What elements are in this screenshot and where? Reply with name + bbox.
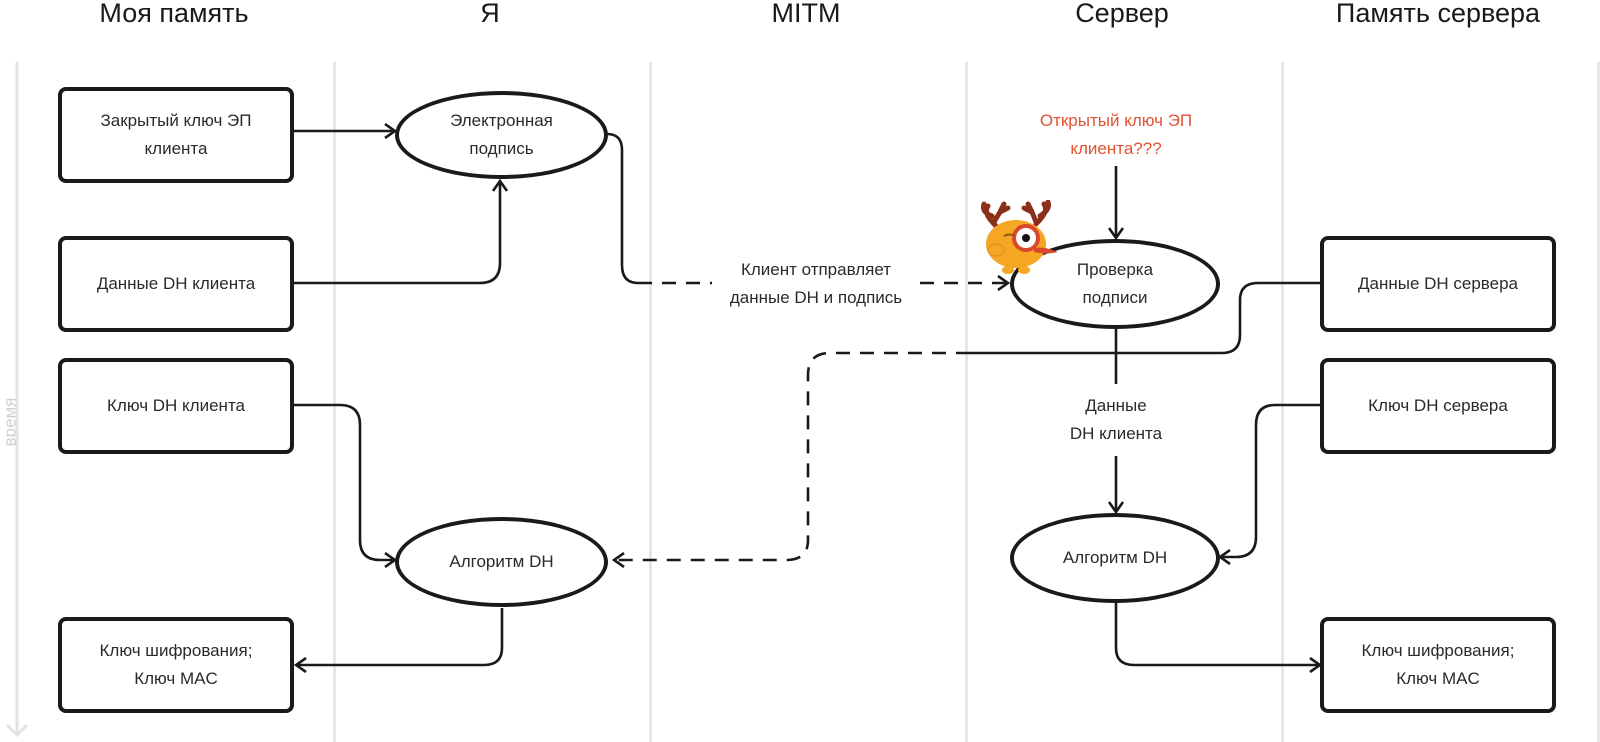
node-text: подпись (469, 139, 534, 158)
node-text: Ключ DH сервера (1368, 396, 1508, 415)
node-server-dh-data[interactable]: Данные DH сервера (1320, 236, 1556, 332)
label-public-key-question: Открытый ключ ЭП клиента??? (1006, 107, 1226, 163)
node-client-dh-key[interactable]: Ключ DH клиента (58, 358, 294, 454)
edge-client-dh-key-to-algo (293, 403, 395, 560)
node-text: Алгоритм DH (1062, 548, 1168, 567)
node-text: подписи (1082, 288, 1148, 307)
node-text: Ключ шифрования; (99, 641, 253, 660)
edge-server-algo-to-result (1114, 603, 1320, 665)
lane-title-server: Сервер (1075, 0, 1169, 28)
node-client-dh-data[interactable]: Данные DH клиента (58, 236, 294, 332)
arrow-down-icon (5, 723, 29, 738)
node-client-result[interactable]: Ключ шифрования; Ключ MAC (58, 617, 294, 713)
lane-title-me: Я (480, 0, 500, 28)
label-text: данные DH и подпись (729, 288, 903, 307)
label-text: Клиент отправляет (740, 260, 892, 279)
label-text: DH клиента (1069, 424, 1163, 443)
edge-server-dh-data-dashed (614, 351, 970, 560)
label-client-dh-data-flow: Данные DH клиента (1046, 392, 1186, 448)
node-text: Закрытый ключ ЭП (100, 111, 252, 130)
node-text: Данные DH сервера (1357, 274, 1519, 293)
node-text: клиента (144, 139, 208, 158)
edge-server-dh-key-to-algo (1220, 403, 1320, 557)
node-signature[interactable]: Электронная подпись (395, 91, 608, 179)
node-client-private-key[interactable]: Закрытый ключ ЭП клиента (58, 87, 294, 183)
node-text: Ключ MAC (134, 669, 218, 688)
moose-with-magnifier-icon (981, 200, 1058, 274)
lane-divider (1281, 62, 1284, 742)
lane-divider (965, 62, 968, 742)
node-text: Ключ шифрования; (1361, 641, 1515, 660)
lane-title-my-memory: Моя память (99, 0, 249, 28)
lane-title-server-memory: Память сервера (1335, 0, 1541, 28)
lane-divider (333, 62, 336, 742)
edge-server-dh-data-solid (970, 281, 1320, 355)
node-server-result[interactable]: Ключ шифрования; Ключ MAC (1320, 617, 1556, 713)
node-server-dh-key[interactable]: Ключ DH сервера (1320, 358, 1556, 454)
label-text: клиента??? (1070, 139, 1162, 158)
edge-dh-data-to-signature (293, 181, 500, 285)
node-text: Данные DH клиента (96, 274, 256, 293)
node-text: Электронная (450, 111, 553, 130)
edge-client-algo-to-result (296, 608, 504, 665)
node-text: Проверка (1076, 260, 1154, 279)
lane-title-mitm: MITM (771, 0, 841, 28)
lane-divider (1597, 62, 1600, 742)
edge-signature-out (606, 132, 639, 285)
label-text: Открытый ключ ЭП (1039, 111, 1193, 130)
label-text: Данные (1085, 396, 1147, 415)
node-text: Ключ DH клиента (107, 396, 245, 415)
label-client-sends: Клиент отправляет данные DH и подпись (712, 256, 920, 312)
node-verify-signature[interactable]: Проверка подписи (1010, 239, 1220, 329)
node-text: Алгоритм DH (449, 552, 554, 571)
node-server-dh-algorithm[interactable]: Алгоритм DH (1010, 513, 1220, 603)
lane-divider (649, 62, 652, 742)
node-text: Ключ MAC (1396, 669, 1480, 688)
node-client-dh-algorithm[interactable]: Алгоритм DH (395, 517, 608, 607)
